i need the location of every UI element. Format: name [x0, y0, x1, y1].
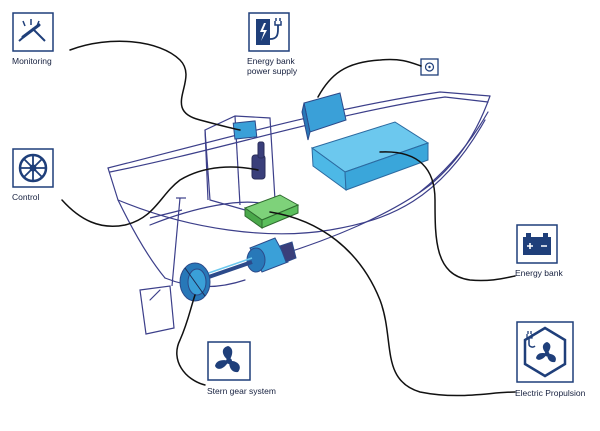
electric-motor	[246, 237, 297, 273]
label-energy-bank: Energy bank	[515, 268, 563, 278]
leader-control	[61, 166, 259, 227]
monitoring-display	[232, 120, 258, 140]
label-monitoring: Monitoring	[12, 56, 52, 66]
throttle-lever	[251, 141, 266, 180]
leader-power-supply	[317, 58, 422, 98]
leader-energy-bank	[379, 151, 516, 282]
steering-wheel-icon	[11, 147, 55, 189]
power-socket-icon	[420, 58, 439, 76]
leader-electric-propulsion	[269, 211, 516, 397]
charger-plug-icon	[247, 11, 291, 53]
label-electric-propulsion: Electric Propulsion	[515, 388, 586, 398]
leader-stern-gear	[176, 294, 206, 386]
label-energy-bank-power-supply-line2: power supply	[247, 66, 298, 76]
propeller-icon	[206, 340, 252, 382]
leader-monitoring	[69, 40, 241, 131]
power-supply-unit	[301, 92, 347, 141]
electric-propeller-icon	[515, 320, 575, 384]
propeller	[179, 262, 211, 302]
leader-lines	[61, 40, 516, 397]
motor-controller	[243, 194, 300, 229]
label-control: Control	[12, 192, 40, 202]
battery-icon	[515, 223, 559, 265]
label-energy-bank-power-supply-line1: Energy bank	[247, 56, 295, 66]
gauge-icon	[11, 11, 55, 53]
boat-hull	[107, 91, 491, 301]
label-stern-gear-system: Stern gear system	[207, 386, 276, 396]
rudder	[139, 197, 186, 335]
